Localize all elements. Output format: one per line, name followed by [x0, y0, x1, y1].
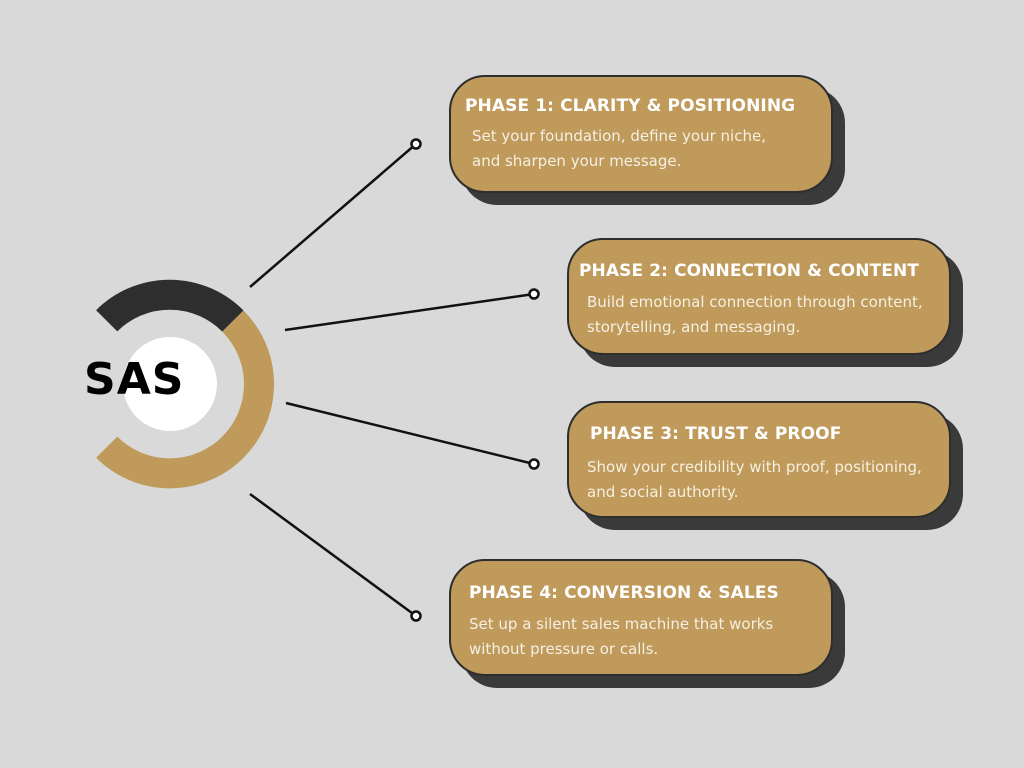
phase-card-4: PHASE 4: CONVERSION & SALES Set up a sil…	[449, 559, 845, 688]
connector-dot-3	[528, 458, 540, 470]
phase-card-body	[567, 238, 951, 355]
connector-dot-2	[528, 288, 540, 300]
phase-card-3: PHASE 3: TRUST & PROOF Show your credibi…	[567, 401, 963, 530]
phase-title: PHASE 4: CONVERSION & SALES	[469, 583, 779, 603]
phase-description-line: Set up a silent sales machine that works	[469, 615, 774, 633]
connector-line-3	[285, 401, 535, 466]
phase-card-body	[449, 559, 833, 676]
phase-card-body	[567, 401, 951, 518]
phase-description: Show your credibility with proof, positi…	[587, 455, 922, 505]
phase-description-line: storytelling, and messaging.	[587, 318, 801, 336]
phase-description: Set up a silent sales machine that works…	[469, 612, 773, 662]
connector-line-1	[249, 143, 417, 288]
phase-description-line: Set your foundation, define your niche,	[472, 127, 766, 145]
phase-description-line: and social authority.	[587, 483, 739, 501]
connectors	[249, 138, 540, 622]
phase-card-2: PHASE 2: CONNECTION & CONTENT Build emot…	[567, 238, 963, 367]
phase-card-body	[449, 75, 833, 193]
center-ring	[96, 279, 274, 489]
phase-title: PHASE 1: CLARITY & POSITIONING	[465, 96, 796, 116]
connector-line-2	[284, 292, 535, 332]
connector-dot-1	[410, 138, 422, 150]
phase-description-line: and sharpen your message.	[472, 152, 682, 170]
connector-line-4	[249, 492, 417, 618]
ring-gold-arc	[96, 310, 274, 489]
phase-title: PHASE 2: CONNECTION & CONTENT	[579, 261, 919, 281]
center-label: SAS	[84, 354, 185, 405]
phase-description-line: Show your credibility with proof, positi…	[587, 458, 922, 476]
connector-dot-4	[410, 610, 422, 622]
ring-dark-arc	[96, 279, 244, 333]
phase-card-1: PHASE 1: CLARITY & POSITIONING Set your …	[449, 75, 845, 205]
phase-description-line: without pressure or calls.	[469, 640, 659, 658]
center-disc	[123, 337, 217, 431]
phase-description-line: Build emotional connection through conte…	[587, 293, 923, 311]
phase-title: PHASE 3: TRUST & PROOF	[590, 424, 842, 444]
phase-description: Set your foundation, define your niche, …	[472, 124, 766, 174]
phase-description: Build emotional connection through conte…	[587, 290, 923, 340]
